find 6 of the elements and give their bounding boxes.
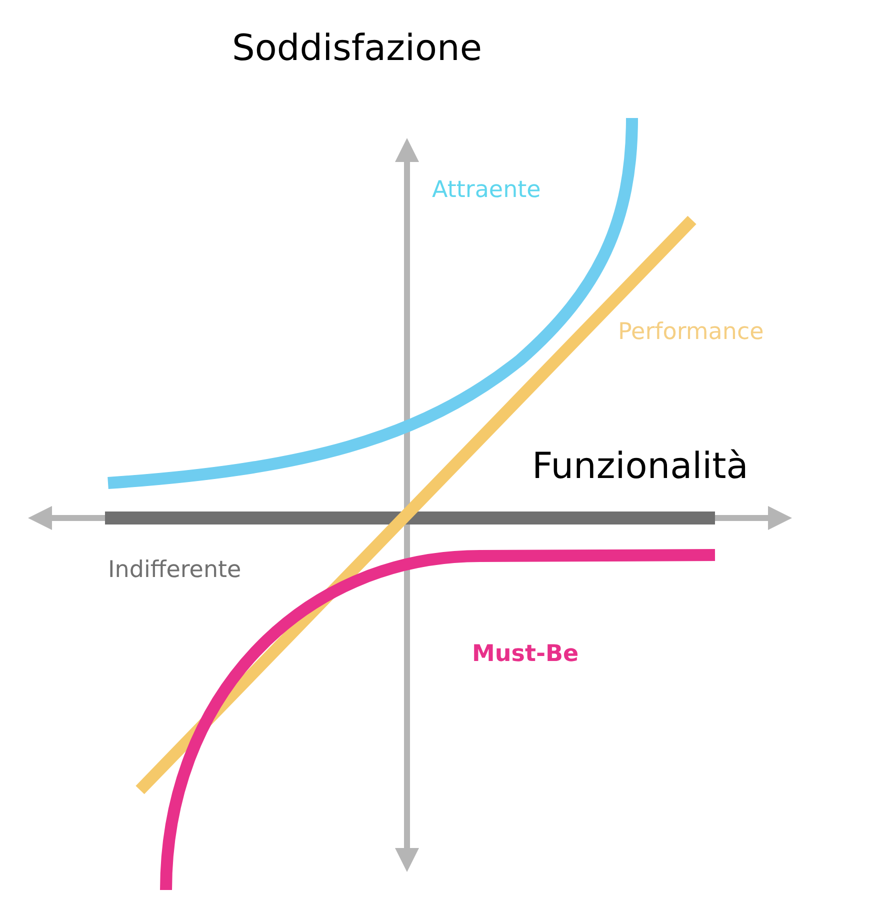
axis-label: Attraente [432, 176, 541, 205]
axis-label: Performance [618, 318, 764, 347]
axis-label: Funzionalità [532, 445, 748, 489]
axis-label: Must-Be [472, 640, 579, 669]
axis-label: Indifferente [108, 556, 242, 585]
axis-label: Soddisfazione [232, 27, 482, 71]
